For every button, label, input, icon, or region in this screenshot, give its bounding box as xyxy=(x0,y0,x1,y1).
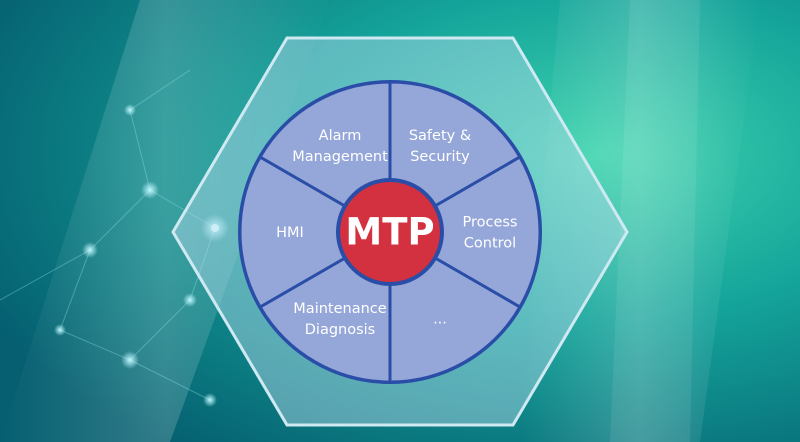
glass-streak xyxy=(0,0,330,442)
segment-label-line: Management xyxy=(292,149,388,165)
segment-label-line: Control xyxy=(464,236,516,252)
segment-label-line: Safety & xyxy=(409,128,471,144)
segment-label-more: ... xyxy=(433,312,447,328)
segment-label-line: Maintenance xyxy=(293,301,386,317)
segment-label-line: Alarm xyxy=(319,128,362,144)
network-dots xyxy=(54,104,229,407)
glass-streak xyxy=(610,0,700,442)
segment-label-hmi: HMI xyxy=(276,225,304,241)
glass-streak xyxy=(520,0,760,442)
segment-label-line: Diagnosis xyxy=(305,322,375,338)
segment-label-line: ... xyxy=(433,312,447,328)
mtp-center-label: MTP xyxy=(345,211,434,254)
mtp-center-circle xyxy=(336,178,444,286)
segment-label-line: HMI xyxy=(276,225,304,241)
segment-label-line: Process xyxy=(462,215,517,231)
segment-label-line: Security xyxy=(410,149,470,165)
segment-label-safety-security: Safety & Security xyxy=(409,128,471,165)
